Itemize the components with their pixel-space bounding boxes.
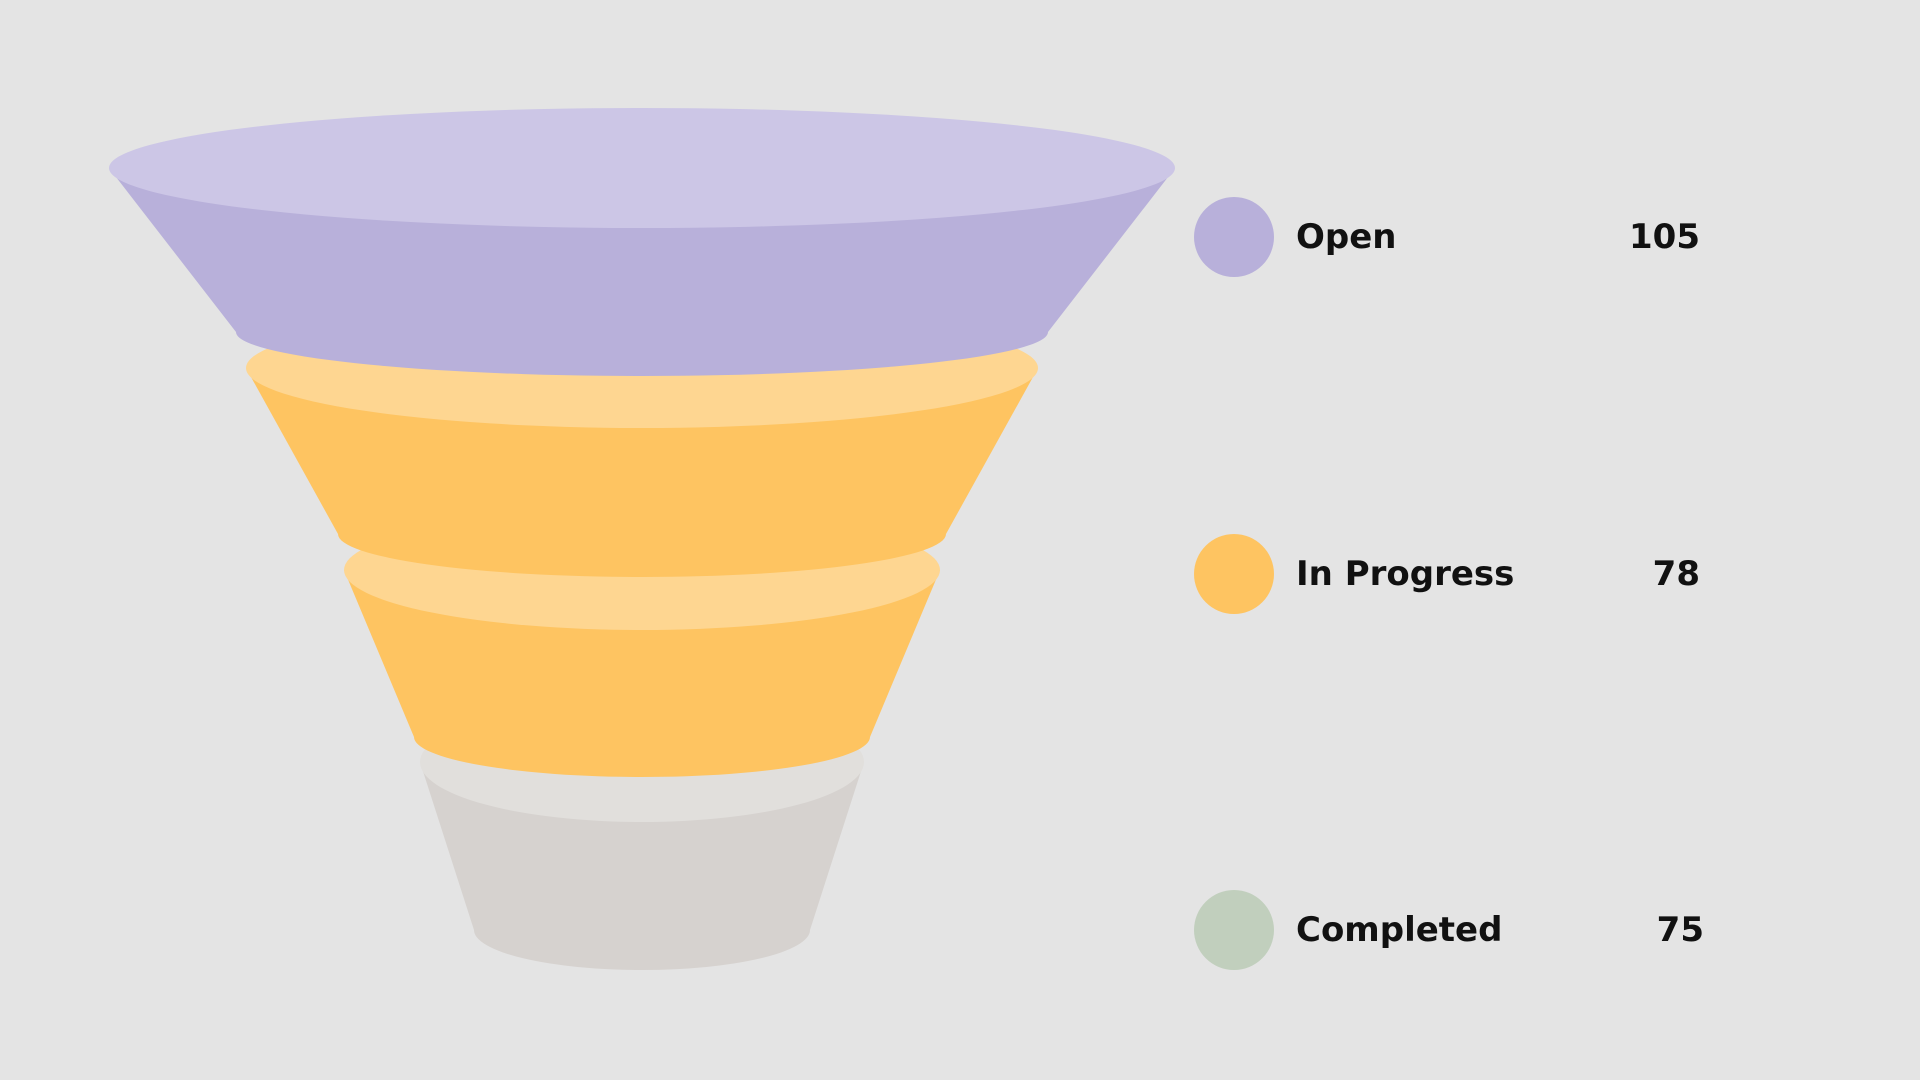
funnel-segment-open-top [109, 108, 1175, 228]
funnel-segment-completed-body [420, 762, 864, 970]
legend-item-completed: Completed 75 [1194, 890, 1704, 970]
legend-value-completed: 75 [1656, 910, 1704, 950]
legend-value-in-progress: 78 [1652, 554, 1700, 594]
funnel-segment-open [109, 108, 1175, 376]
legend-label-open: Open [1296, 217, 1397, 257]
funnel-segment-open-body [109, 168, 1175, 376]
legend-item-in-progress: In Progress 78 [1194, 534, 1704, 614]
legend-dot-in-progress [1194, 534, 1274, 614]
legend-label-in-progress: In Progress [1296, 554, 1515, 594]
legend-dot-open [1194, 197, 1274, 277]
funnel-segment-in-progress-1-body [246, 368, 1038, 577]
legend-label-completed: Completed [1296, 910, 1503, 950]
legend-dot-completed [1194, 890, 1274, 970]
legend-item-open: Open 105 [1194, 197, 1704, 277]
legend-value-open: 105 [1629, 217, 1700, 257]
